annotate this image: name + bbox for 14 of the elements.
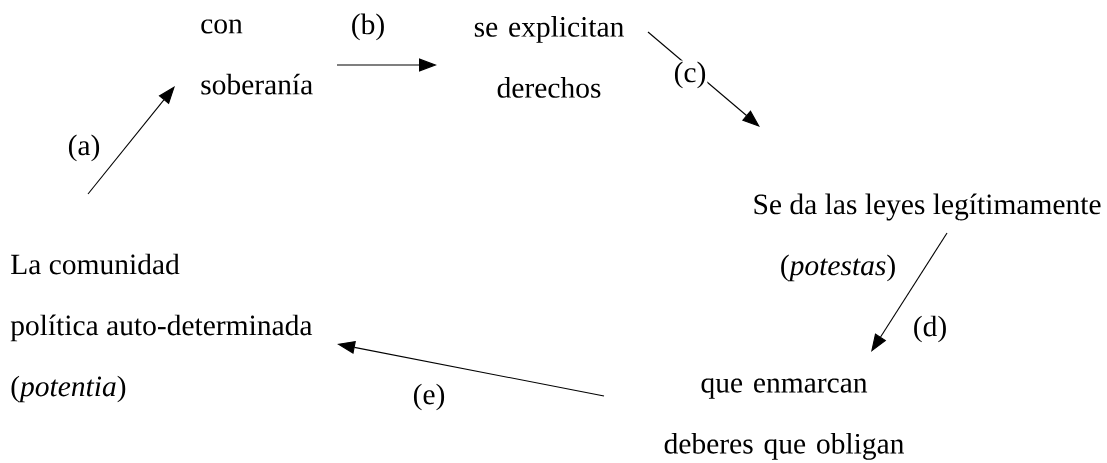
edge-label: (b): [349, 12, 387, 42]
arrow: [871, 232, 948, 352]
node-text: que enmarcan deberes que obligan: [664, 378, 904, 460]
edge-label: (c): [672, 60, 708, 90]
arrow: [87, 86, 175, 195]
node-text: (potestas): [781, 254, 895, 282]
node-text: con soberanía: [201, 19, 313, 95]
node-text: Se da las leyes legítimamente: [754, 193, 1101, 221]
edge-label: (a): [66, 133, 102, 163]
node-text: se explicitan derechos: [474, 16, 624, 98]
edge-label: (e): [411, 382, 447, 412]
edge-label: (d): [911, 314, 949, 344]
node-text: La comunidad política auto-determinada (potentia): [10, 253, 313, 403]
arrow: [647, 31, 760, 127]
